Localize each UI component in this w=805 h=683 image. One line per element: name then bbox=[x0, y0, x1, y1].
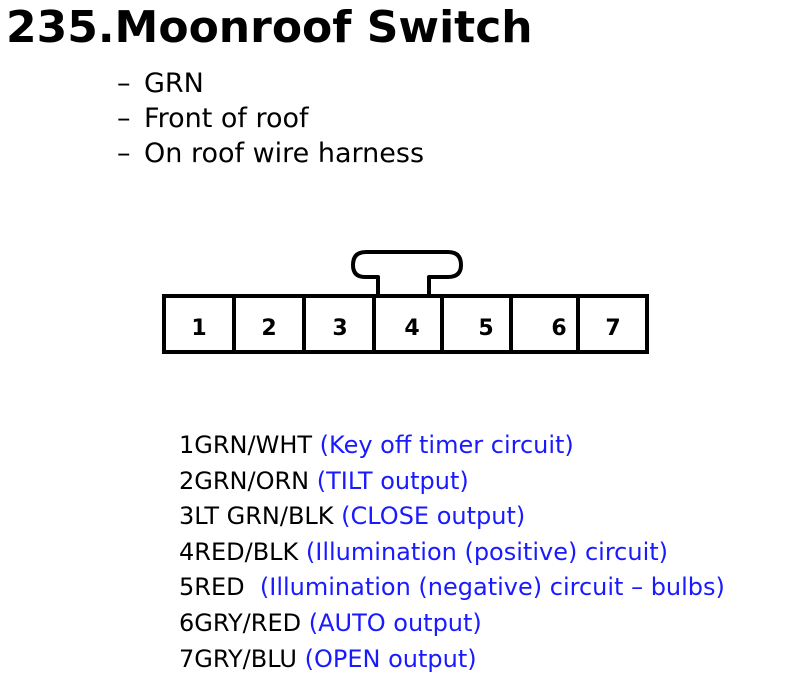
info-text: Front of roof bbox=[144, 103, 309, 134]
pin-label-4: 4 bbox=[404, 316, 419, 341]
info-item-color: –GRN bbox=[117, 68, 204, 99]
pin-label-6: 6 bbox=[551, 316, 566, 341]
connector-body bbox=[162, 294, 649, 354]
pin-description: (Key off timer circuit) bbox=[319, 431, 574, 459]
pin-number: 4 bbox=[179, 537, 195, 566]
wire-color: GRN/ORN bbox=[194, 466, 310, 495]
pin-row-5: 5RED (Illumination (negative) circuit – … bbox=[179, 570, 725, 606]
pin-description: (TILT output) bbox=[316, 466, 469, 495]
pin-description: (OPEN output) bbox=[304, 644, 477, 673]
connector-latch bbox=[351, 250, 463, 296]
pin-description: (Illumination (negative) circuit – bulbs… bbox=[259, 573, 725, 602]
pin-label-3: 3 bbox=[332, 316, 347, 341]
pin-description: (CLOSE output) bbox=[341, 502, 526, 531]
pin-description: (AUTO output) bbox=[308, 608, 482, 637]
pin-number: 5 bbox=[179, 573, 195, 602]
pin-row-4: 4RED/BLK (Illumination (positive) circui… bbox=[179, 535, 725, 571]
wire-color: GRN/WHT bbox=[194, 431, 313, 459]
pin-row-7: 7GRY/BLU (OPEN output) bbox=[179, 642, 725, 678]
info-text: On roof wire harness bbox=[144, 138, 425, 169]
info-list: –GRN –Front of roof –On roof wire harnes… bbox=[117, 66, 424, 171]
wire-color: RED bbox=[194, 573, 245, 602]
pinout-list: 1GRN/WHT (Key off timer circuit) 2GRN/OR… bbox=[179, 428, 725, 677]
pin-label-7: 7 bbox=[605, 316, 620, 341]
pin-description: (Illumination (positive) circuit) bbox=[305, 537, 669, 566]
pin-row-6: 6GRY/RED (AUTO output) bbox=[179, 606, 725, 642]
info-text: GRN bbox=[144, 68, 204, 99]
pin-row-1: 1GRN/WHT (Key off timer circuit) bbox=[179, 428, 725, 464]
pin-number: 6 bbox=[179, 608, 195, 637]
pin-number: 3 bbox=[179, 502, 195, 531]
pin-label-5: 5 bbox=[478, 316, 493, 341]
wire-color: LT GRN/BLK bbox=[194, 502, 334, 531]
wire-color: GRY/RED bbox=[194, 608, 302, 637]
pin-label-1: 1 bbox=[191, 316, 206, 341]
pin-row-3: 3LT GRN/BLK (CLOSE output) bbox=[179, 499, 725, 535]
connector-diagram: 1 2 3 4 5 6 7 bbox=[162, 250, 649, 354]
pin-label-2: 2 bbox=[261, 316, 276, 341]
wire-color: GRY/BLU bbox=[194, 644, 297, 673]
pin-row-2: 2GRN/ORN (TILT output) bbox=[179, 464, 725, 500]
pin-number: 2 bbox=[179, 466, 195, 495]
pin-number: 1 bbox=[179, 431, 195, 459]
page-title: 235.Moonroof Switch bbox=[6, 2, 533, 53]
info-item-harness: –On roof wire harness bbox=[117, 138, 425, 169]
info-item-location: –Front of roof bbox=[117, 103, 309, 134]
wire-color: RED/BLK bbox=[194, 537, 299, 566]
pin-number: 7 bbox=[179, 644, 195, 673]
